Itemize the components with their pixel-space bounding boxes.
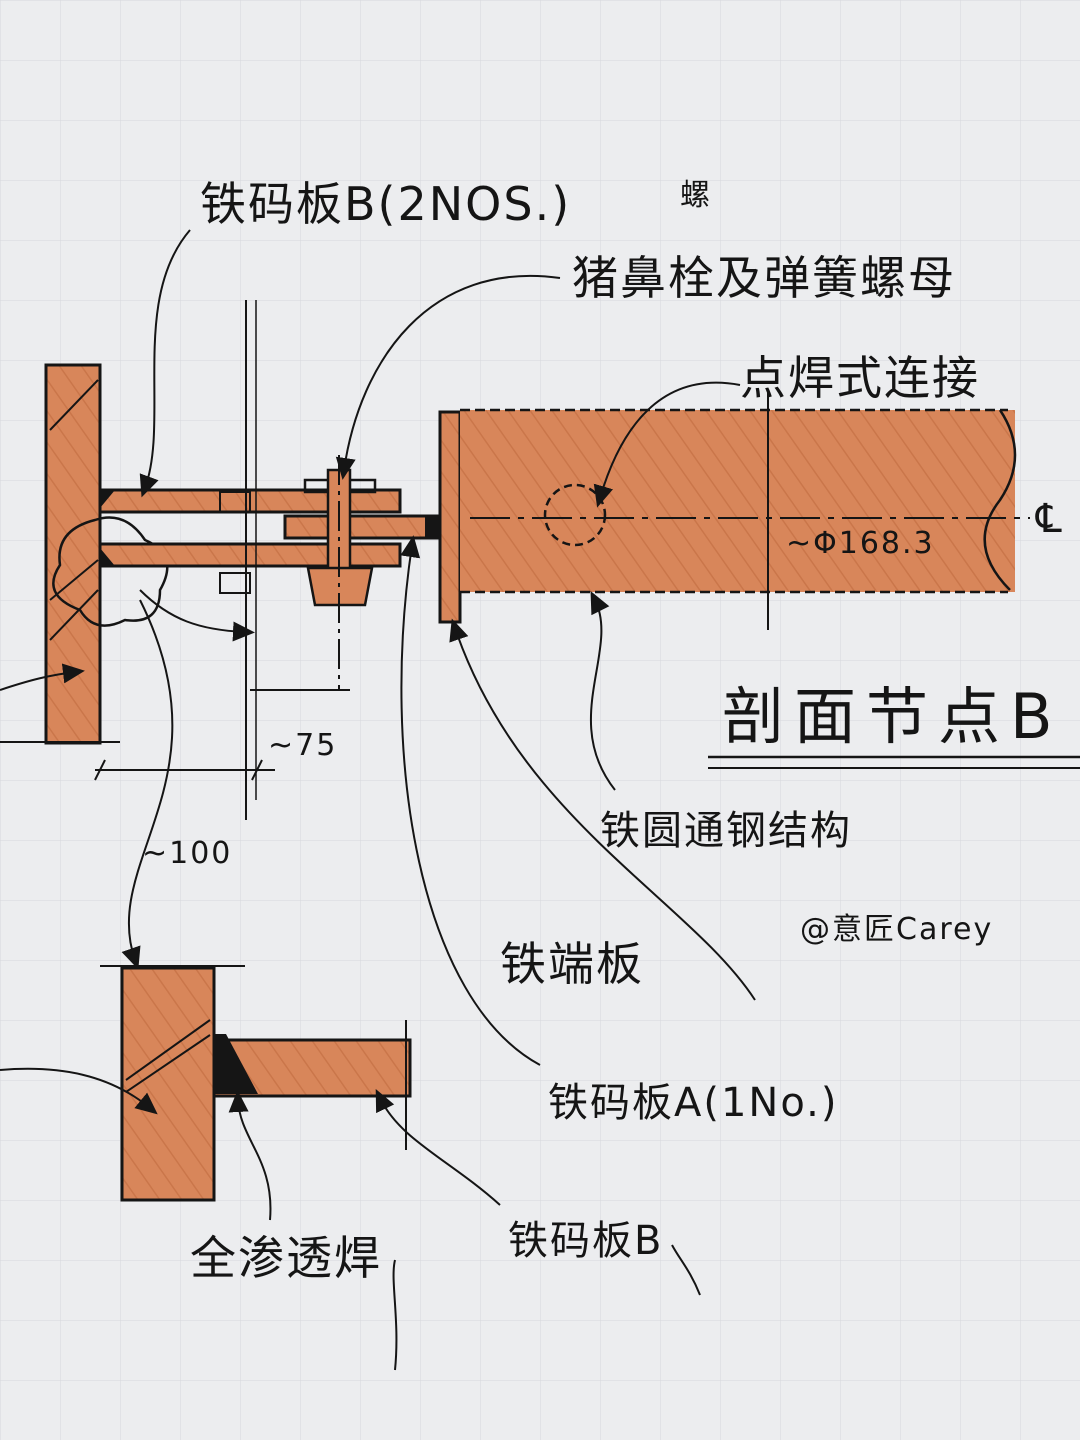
- spring-mark: [219, 491, 251, 513]
- leader-post: [0, 663, 85, 691]
- leader-lower-tail: [392, 1259, 398, 1371]
- leader-plate-b-top: [139, 229, 191, 498]
- dim-tick: [251, 759, 263, 781]
- leader-end-plate: [449, 618, 756, 1001]
- leader-lower-plate-b: [375, 1088, 501, 1206]
- leader-steel-structure: [590, 591, 616, 791]
- leader-lower-post: [0, 1067, 158, 1115]
- leader-spot-weld: [593, 381, 741, 508]
- label-centerline-mark: ℄: [1036, 496, 1064, 542]
- label-signature: @意匠Carey: [800, 912, 994, 947]
- label-plate-b-bottom: 铁码板B: [508, 1218, 664, 1264]
- pipe-end-break: [983, 409, 1017, 591]
- steel-post: [44, 363, 102, 745]
- end-plate: [438, 410, 462, 624]
- weld-fillet: [100, 548, 115, 566]
- label-bolt-note-line2: 点焊式连接: [740, 351, 980, 405]
- leader-full-weld: [228, 1090, 272, 1221]
- weld-fillet: [100, 490, 115, 508]
- plate-a-weld: [425, 516, 440, 538]
- label-nut-mark: 螺: [680, 178, 712, 213]
- plate-a: [283, 514, 439, 540]
- label-pipe-diameter: ~Φ168.3: [786, 526, 935, 561]
- dim-tick: [94, 759, 106, 781]
- steel-pipe: [460, 410, 1015, 592]
- post-hatch-line: [49, 589, 99, 641]
- lower-post-hatch: [125, 1034, 211, 1093]
- post-hatch-line: [49, 379, 99, 431]
- label-section-title: 剖面节点B: [722, 680, 1063, 753]
- full-penetration-weld: [214, 1034, 258, 1094]
- spring-mark: [219, 572, 251, 594]
- label-plate-a: 铁码板A(1No.): [548, 1080, 839, 1126]
- leader-bolt: [335, 275, 561, 480]
- leader-lower-tail-b: [671, 1244, 701, 1296]
- lower-steel-post: [120, 966, 216, 1202]
- spot-weld-circle: [543, 483, 607, 547]
- leader-guide: [139, 589, 255, 642]
- label-dim-75: ~75: [268, 728, 338, 763]
- label-steel-structure: 铁圆通钢结构: [600, 808, 852, 854]
- label-full-weld: 全渗透焊: [190, 1231, 382, 1285]
- label-plate-b-top: 铁码板B(2NOS.): [200, 177, 572, 231]
- post-hatch-line: [49, 559, 99, 601]
- weld-cloud-mark: [52, 516, 169, 627]
- lower-post-hatch: [125, 1019, 211, 1081]
- plate-b-lower: [98, 542, 402, 568]
- label-dim-100: ~100: [142, 836, 233, 871]
- label-end-plate: 铁端板: [500, 937, 644, 991]
- leader-to-lower: [121, 599, 174, 970]
- leader-plate-a: [400, 535, 541, 1066]
- label-bolt-note-line1: 猪鼻栓及弹簧螺母: [572, 251, 956, 305]
